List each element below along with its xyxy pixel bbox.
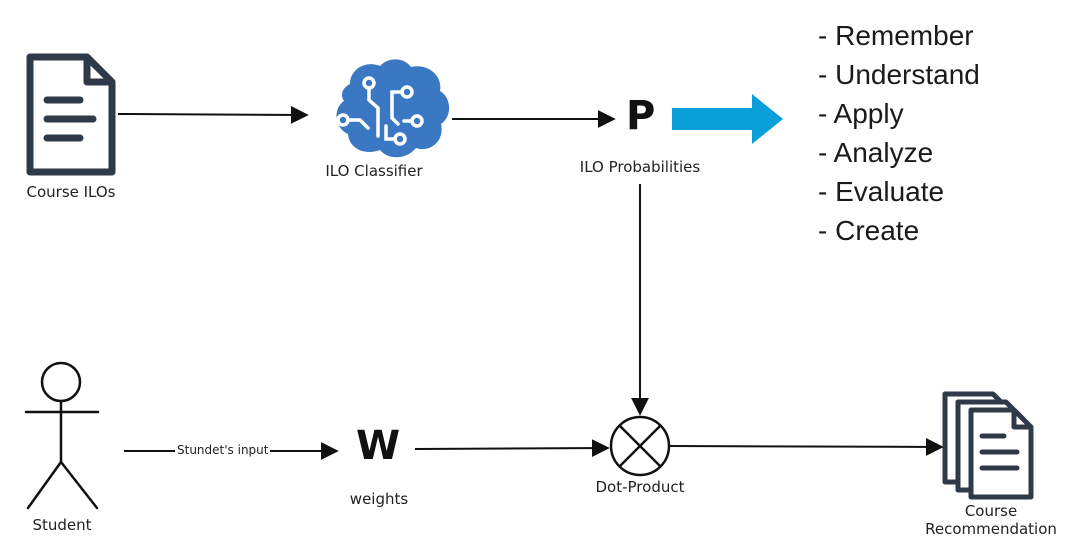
course-ilos-label: Course ILOs bbox=[26, 183, 116, 201]
edge-dot-to-recommendation bbox=[669, 437, 944, 456]
bloom-level-item: - Create bbox=[818, 215, 920, 246]
bloom-level-item: - Analyze bbox=[818, 137, 934, 168]
bloom-level-item: - Evaluate bbox=[818, 176, 945, 207]
bloom-level-item: - Understand bbox=[818, 59, 980, 90]
stick-figure-icon bbox=[24, 361, 100, 510]
weights-label: weights bbox=[349, 490, 409, 508]
ilo-classifier-label: ILO Classifier bbox=[325, 162, 423, 180]
course-recommendation-label-line2: Recommendation bbox=[925, 520, 1057, 538]
brain-circuit-icon bbox=[336, 59, 450, 158]
probabilities-symbol: P bbox=[626, 93, 656, 139]
edge-ilos-to-classifier bbox=[117, 105, 309, 124]
student-input-edge-label: Stundet's input bbox=[175, 443, 271, 457]
course-recommendation-label-line1: Course bbox=[964, 502, 1018, 520]
documents-stack-icon bbox=[942, 391, 1034, 500]
dot-product-label: Dot-Product bbox=[595, 478, 685, 496]
bloom-levels-list: - Remember - Understand - Apply - Analyz… bbox=[818, 18, 980, 252]
edge-weights-to-dot bbox=[414, 439, 610, 458]
bloom-level-item: - Apply bbox=[818, 98, 904, 129]
multiply-circle-icon bbox=[609, 415, 671, 477]
big-arrow-icon bbox=[672, 94, 783, 144]
document-icon bbox=[26, 53, 116, 176]
ilo-probabilities-label: ILO Probabilities bbox=[579, 158, 701, 176]
weights-symbol: W bbox=[356, 423, 401, 469]
student-label: Student bbox=[32, 516, 92, 534]
bloom-level-item: - Remember bbox=[818, 20, 974, 51]
